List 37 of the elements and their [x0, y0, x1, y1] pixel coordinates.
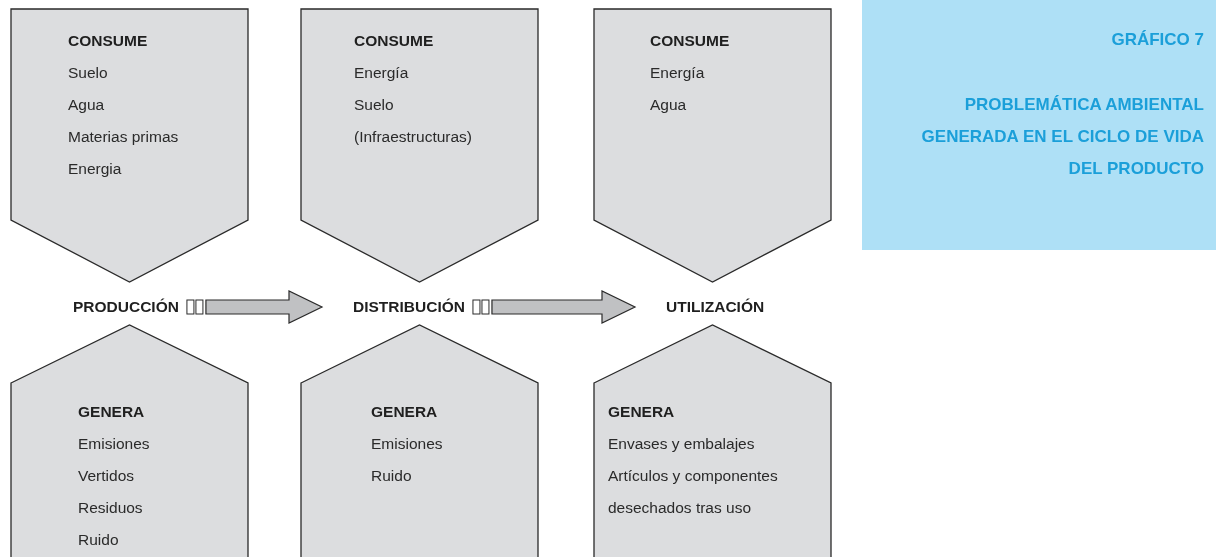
- pentagon-house-box: [11, 325, 248, 557]
- pentagon-arrow-box: [301, 9, 538, 282]
- pentagon-arrow-box: [594, 9, 831, 282]
- heading: GENERA: [78, 402, 145, 422]
- heading: CONSUME: [354, 31, 434, 51]
- list-item: Ruido: [78, 530, 119, 550]
- pentagon-house-box: [594, 325, 831, 557]
- list-item: Agua: [68, 95, 105, 115]
- list-item: Materias primas: [68, 127, 179, 147]
- list-item: Suelo: [68, 63, 108, 83]
- list-item: Vertidos: [78, 466, 134, 486]
- list-item: Energía: [650, 63, 705, 83]
- list-item: Suelo: [354, 95, 394, 115]
- block-arrow: [205, 290, 324, 324]
- list-item: Agua: [650, 95, 687, 115]
- heading: GENERA: [371, 402, 438, 422]
- list-item: Energia: [68, 159, 122, 179]
- figure-number: GRÁFICO 7: [1110, 29, 1204, 51]
- pentagon-house-box: [301, 325, 538, 557]
- list-item: Envases y embalajes: [608, 434, 756, 454]
- block-arrow: [491, 290, 637, 324]
- list-item: Emisiones: [371, 434, 443, 454]
- stage-label: PRODUCCIÓN: [73, 297, 179, 317]
- stage-label: DISTRIBUCIÓN: [353, 297, 465, 317]
- list-item: Artículos y componentes desechados tras uso: [608, 466, 778, 518]
- heading: GENERA: [608, 402, 676, 422]
- heading: CONSUME: [650, 31, 730, 51]
- list-item: Residuos: [78, 498, 143, 518]
- pentagon-arrow-box: [11, 9, 248, 282]
- list-item: Energía: [354, 63, 409, 83]
- list-item: Emisiones: [78, 434, 150, 454]
- stage-label: UTILIZACIÓN: [666, 297, 765, 317]
- list-item: Ruido: [371, 466, 412, 486]
- title-panel: [862, 0, 1216, 250]
- list-item: (Infraestructuras): [354, 127, 472, 147]
- heading: CONSUME: [68, 31, 148, 51]
- title: PROBLEMÁTICA AMBIENTAL GENERADA EN EL CICLO DE VIDA DEL PRODUCTO: [920, 94, 1204, 180]
